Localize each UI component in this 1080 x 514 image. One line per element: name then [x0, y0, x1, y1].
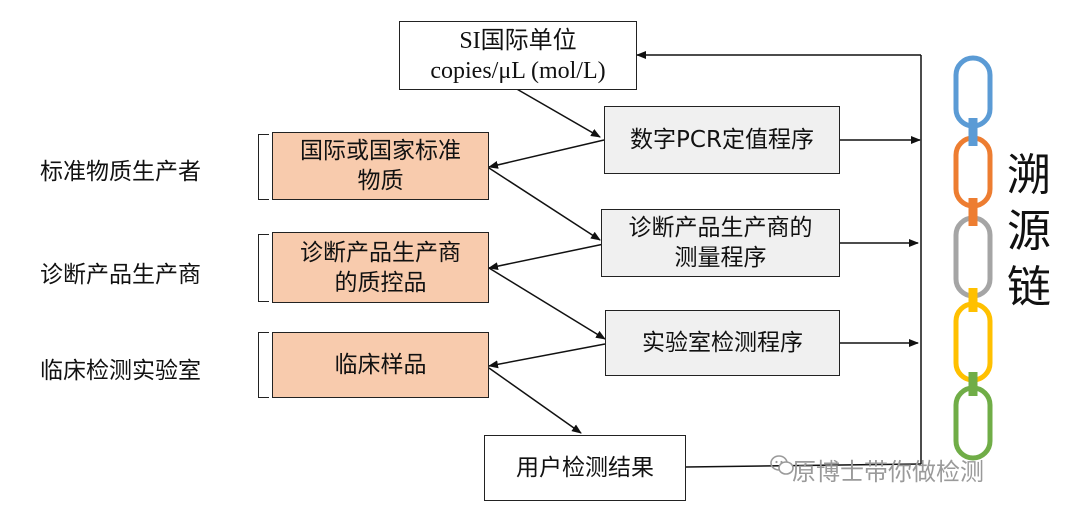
qc-material-box: 诊断产品生产商 的质控品 [272, 232, 489, 303]
si-unit-line1: SI国际单位 [459, 27, 577, 54]
chain-link-4 [953, 301, 993, 383]
arrow-sample-to-user-result [488, 367, 582, 434]
user-result-to-chain-line [685, 463, 922, 468]
user-result-label: 用户检测结果 [516, 455, 654, 481]
chain-link-1 [953, 55, 993, 129]
arrow-standard-to-mfr-procedure [488, 167, 601, 241]
chain-label-char-3: 链 [1007, 262, 1051, 313]
bracket-std-producer [258, 134, 269, 200]
clinical-sample-label: 临床样品 [334, 352, 427, 378]
bracket-clinical-lab [258, 332, 269, 398]
bracket-diag-producer [258, 234, 269, 302]
chain-link-2 [953, 135, 993, 209]
chain-link-5 [953, 385, 993, 461]
arrow-lab-procedure-to-sample [488, 343, 606, 369]
standard-material-box: 国际或国家标准 物质 [272, 132, 489, 200]
standard-material-line1: 国际或国家标准 [300, 138, 461, 164]
chain-label-char-1: 溯 [1007, 150, 1051, 201]
lab-procedure-box: 实验室检测程序 [605, 310, 840, 376]
mfr-procedure-line1: 诊断产品生产商的 [628, 215, 813, 241]
label-clinical-lab: 临床检测实验室 [40, 358, 201, 384]
lab-procedure-label: 实验室检测程序 [642, 330, 803, 356]
arrow-qc-to-lab-procedure [488, 267, 606, 340]
wechat-icon [770, 455, 794, 475]
si-unit-line2: copies/μL (mol/L) [430, 57, 606, 84]
chain-link-3 [953, 215, 993, 299]
mfr-procedure-line2: 测量程序 [674, 245, 767, 271]
traceability-chain-icon [953, 55, 993, 461]
dpcr-procedure-box: 数字PCR定值程序 [604, 106, 840, 174]
qc-material-line1: 诊断产品生产商 [300, 239, 461, 266]
arrow-dpcr-to-standard [488, 139, 605, 169]
watermark-text: 原博士带你做检测 [792, 458, 984, 486]
si-unit-box: SI国际单位 copies/μL (mol/L) [399, 21, 637, 90]
traceability-chain-label: 溯 源 链 [1004, 148, 1054, 316]
clinical-sample-box: 临床样品 [272, 332, 489, 398]
chain-label-char-2: 源 [1007, 206, 1051, 257]
label-std-producer: 标准物质生产者 [40, 159, 201, 185]
arrow-si-to-dpcr [514, 87, 601, 138]
arrow-mfr-procedure-to-qc [488, 243, 605, 271]
standard-material-line2: 物质 [357, 168, 404, 194]
dpcr-procedure-label: 数字PCR定值程序 [630, 127, 814, 153]
user-result-box: 用户检测结果 [484, 435, 686, 501]
mfr-procedure-box: 诊断产品生产商的 测量程序 [601, 209, 840, 277]
qc-material-line2: 的质控品 [334, 269, 427, 296]
label-diag-producer: 诊断产品生产商 [40, 262, 201, 288]
